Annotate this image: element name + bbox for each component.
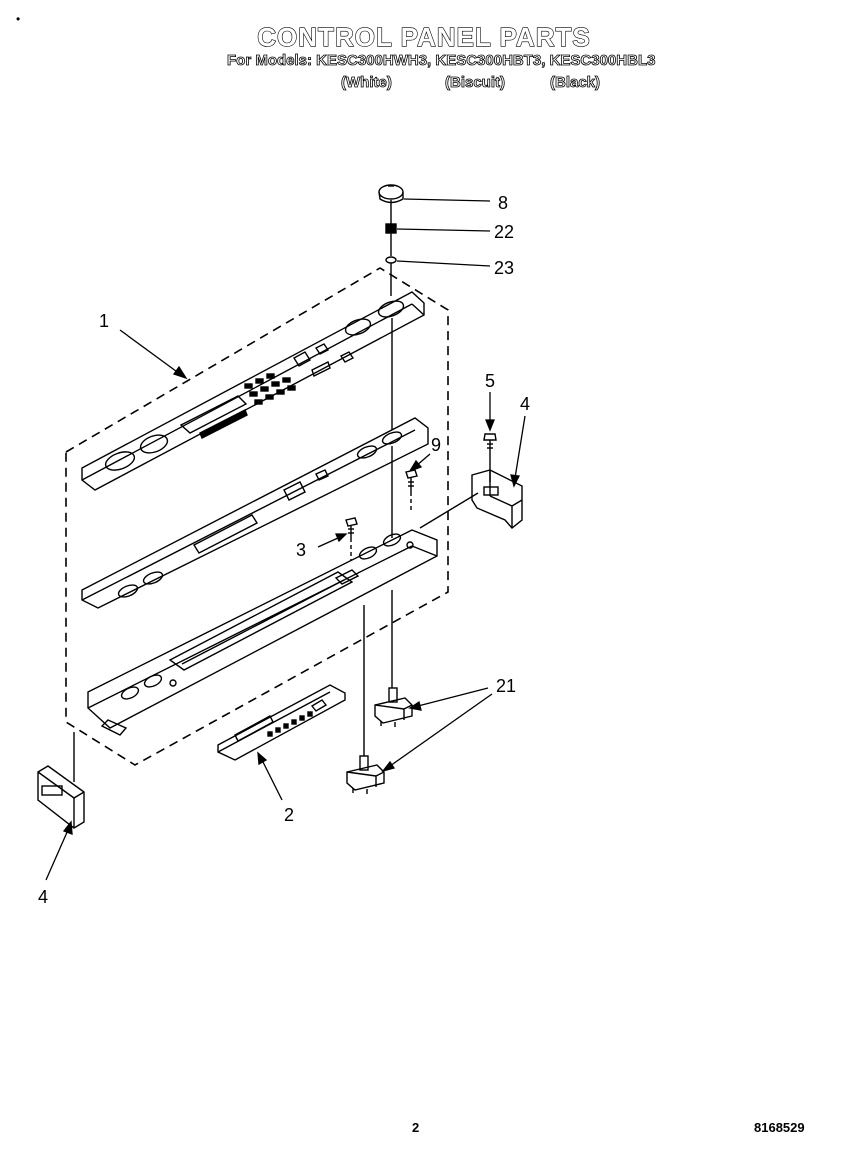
screw-9 <box>405 469 418 492</box>
document-number: 8168529 <box>754 1120 805 1135</box>
nut <box>385 223 397 234</box>
color-label-biscuit: (Biscuit) <box>445 74 506 92</box>
callout-9: 9 <box>431 435 441 455</box>
switch-lower <box>346 755 385 794</box>
panel-insulator <box>81 417 429 609</box>
callout-22: 22 <box>494 222 514 242</box>
callout-8: 8 <box>498 193 508 213</box>
models-line: For Models: KESC300HWH3, KESC300HBT3, KE… <box>227 52 656 70</box>
page-title: CONTROL PANEL PARTS <box>257 21 591 52</box>
callout-21: 21 <box>496 676 516 696</box>
callout-2: 2 <box>284 805 294 825</box>
color-label-black: (Black) <box>550 74 601 92</box>
end-cap-left <box>37 765 85 829</box>
color-label-white: (White) <box>341 74 393 92</box>
console-body <box>87 529 438 736</box>
callout-4-right: 4 <box>520 394 530 414</box>
callout-23: 23 <box>494 258 514 278</box>
assembly-dashed-outline <box>65 267 449 766</box>
screw-5 <box>483 433 497 454</box>
leader-arrows <box>45 198 526 881</box>
callout-5: 5 <box>485 371 495 391</box>
callout-4-left: 4 <box>38 887 48 907</box>
overlay-panel <box>81 291 425 491</box>
switch-upper <box>374 687 413 727</box>
screw-3 <box>345 517 358 538</box>
end-cap-right <box>471 469 523 529</box>
page-number: 2 <box>412 1120 420 1135</box>
callout-1: 1 <box>99 311 109 331</box>
washer <box>385 256 397 264</box>
knob <box>378 184 404 204</box>
corner-mark: • <box>16 12 21 26</box>
control-board <box>217 684 346 761</box>
callout-3: 3 <box>296 540 306 560</box>
